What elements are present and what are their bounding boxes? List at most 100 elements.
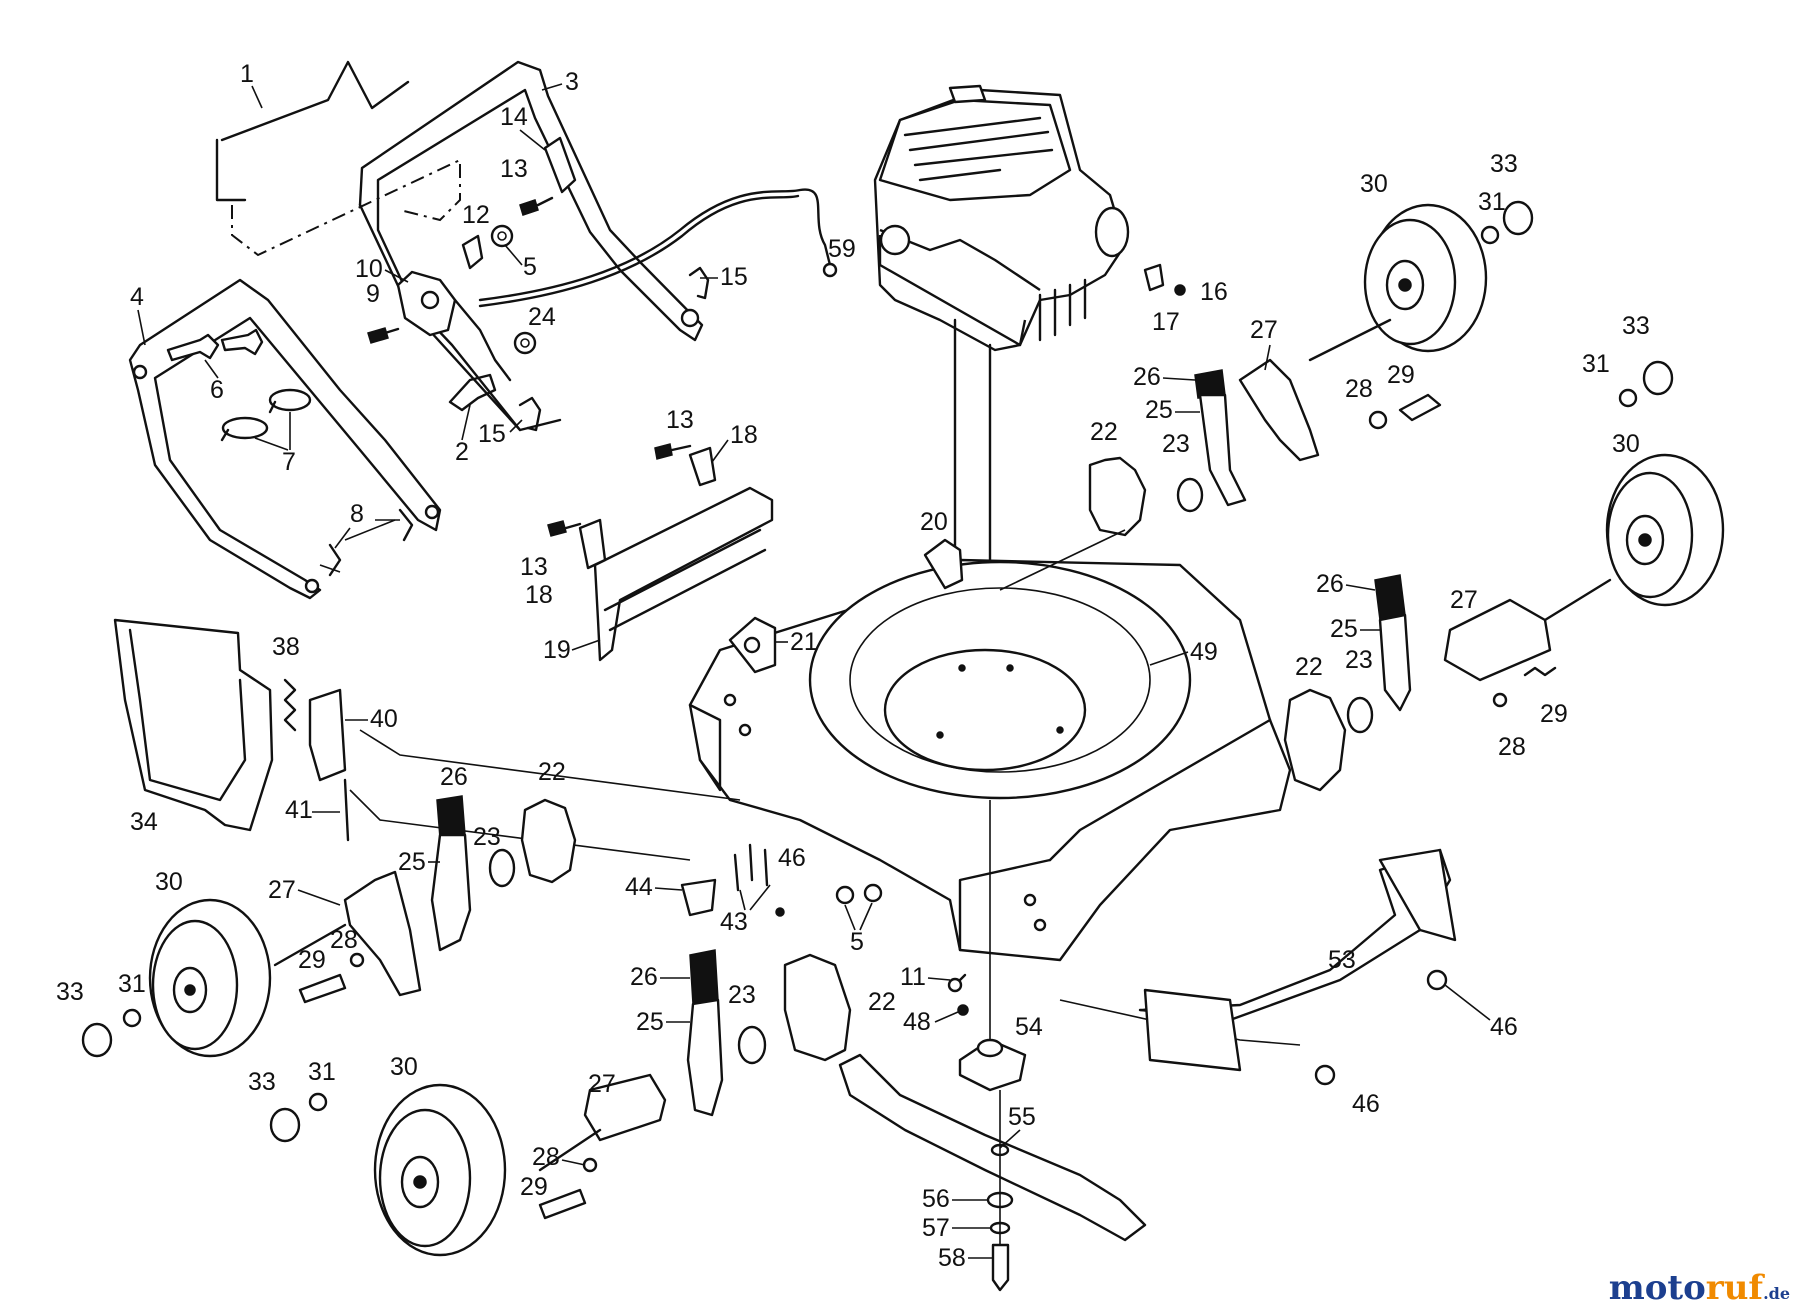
studs-part-43 xyxy=(733,843,769,892)
bracket-part-18-upper xyxy=(688,446,717,487)
rear-baffle-part-19 xyxy=(593,486,774,662)
screw-part-46-a xyxy=(775,907,785,917)
nut-part-46-c xyxy=(1314,1064,1336,1086)
wheel-part-30-rear-right xyxy=(1363,203,1488,353)
rear-flap-part-34 xyxy=(113,618,274,832)
callout-57: 57 xyxy=(922,1214,950,1242)
washer-part-28-rr xyxy=(1368,410,1388,430)
cable-clips-part-7 xyxy=(220,388,312,442)
axle-part-27-lf xyxy=(538,1073,667,1172)
height-plate-part-25-rr xyxy=(1198,393,1247,507)
watermark-part-c: .de xyxy=(1763,1284,1790,1303)
callout-59: 59 xyxy=(828,235,856,263)
nut-part-46-b xyxy=(1426,969,1448,991)
callout-14: 14 xyxy=(500,103,528,131)
callout-41: 41 xyxy=(285,796,313,824)
callout-4: 4 xyxy=(130,283,144,311)
callout-23c: 23 xyxy=(473,823,501,851)
height-lever-part-26-lr xyxy=(436,795,466,839)
washer-part-31-rr xyxy=(1480,225,1500,245)
callout-34: 34 xyxy=(130,808,158,836)
callout-10: 10 xyxy=(355,255,383,283)
spacer-part-23-lr xyxy=(488,848,516,888)
callout-17: 17 xyxy=(1152,308,1180,336)
pin-part-41 xyxy=(343,778,350,842)
callout-8: 8 xyxy=(350,500,364,528)
callout-25b: 25 xyxy=(1330,615,1358,643)
callout-31c: 31 xyxy=(118,970,146,998)
callout-25c: 25 xyxy=(398,848,426,876)
callout-19: 19 xyxy=(543,636,571,664)
callout-24: 24 xyxy=(528,303,556,331)
washer-part-31-fr xyxy=(1618,388,1638,408)
callout-15: 15 xyxy=(720,263,748,291)
callout-13c: 13 xyxy=(520,553,548,581)
clip-part-15-lower xyxy=(518,396,542,432)
knob-part-6 xyxy=(166,328,264,362)
mower-deck-part-49 xyxy=(688,558,1292,962)
washer-part-31-lr xyxy=(122,1008,142,1028)
callout-38: 38 xyxy=(272,633,300,661)
callout-25d: 25 xyxy=(636,1008,664,1036)
height-plate-part-25-lf xyxy=(686,998,724,1117)
callout-54: 54 xyxy=(1015,1013,1043,1041)
control-cable-part-59 xyxy=(478,188,838,308)
gear-part-22-fr xyxy=(1283,688,1347,792)
callout-28b: 28 xyxy=(1498,733,1526,761)
callout-31b: 31 xyxy=(1582,350,1610,378)
gear-part-22-lr xyxy=(520,798,577,884)
callout-30: 30 xyxy=(1360,170,1388,198)
callout-26c: 26 xyxy=(440,763,468,791)
bolt-part-9 xyxy=(367,327,400,344)
callout-46b: 46 xyxy=(1490,1013,1518,1041)
callout-22c: 22 xyxy=(538,758,566,786)
callout-46: 46 xyxy=(778,844,806,872)
bracket-part-21 xyxy=(728,616,777,674)
callout-27c: 27 xyxy=(268,876,296,904)
callout-56: 56 xyxy=(922,1185,950,1213)
washer-part-28-fr xyxy=(1492,692,1508,708)
watermark-part-b: ruf xyxy=(1705,1268,1764,1308)
wheel-part-30-rear-left xyxy=(148,898,272,1058)
callout-29: 29 xyxy=(1387,361,1415,389)
spring-part-29-fr xyxy=(1523,666,1557,677)
callout-28c: 28 xyxy=(330,926,358,954)
cap-part-33-lf xyxy=(269,1107,301,1143)
callout-29c: 29 xyxy=(298,946,326,974)
callout-9: 9 xyxy=(366,280,380,308)
callout-31d: 31 xyxy=(308,1058,336,1086)
callout-33d: 33 xyxy=(248,1068,276,1096)
callout-27d: 27 xyxy=(588,1070,616,1098)
washer-part-28-lr xyxy=(349,952,365,968)
callout-15b: 15 xyxy=(478,420,506,448)
callout-53: 53 xyxy=(1328,946,1356,974)
callout-49: 49 xyxy=(1190,638,1218,666)
callout-30c: 30 xyxy=(155,868,183,896)
height-plate-part-25-lr xyxy=(430,833,472,952)
callout-25: 25 xyxy=(1145,396,1173,424)
callout-18b: 18 xyxy=(525,581,553,609)
clip-part-15-upper xyxy=(688,266,710,300)
callout-20: 20 xyxy=(920,508,948,536)
axle-bracket-part-27-rr xyxy=(1238,318,1392,462)
nut-part-5 xyxy=(490,224,514,248)
callout-31: 31 xyxy=(1478,188,1506,216)
callout-13: 13 xyxy=(500,155,528,183)
callout-30d: 30 xyxy=(390,1053,418,1081)
upper-handle-part-1 xyxy=(215,60,461,257)
bolt-part-48 xyxy=(957,1004,969,1016)
callout-33b: 33 xyxy=(1622,312,1650,340)
spring-part-38 xyxy=(283,678,297,732)
callout-29d: 29 xyxy=(520,1173,548,1201)
callout-44: 44 xyxy=(625,873,653,901)
callout-7: 7 xyxy=(282,448,296,476)
gear-part-22-lf xyxy=(783,953,852,1062)
wheel-part-30-front-left xyxy=(373,1083,507,1257)
callout-29b: 29 xyxy=(1540,700,1568,728)
callout-1: 1 xyxy=(240,60,254,88)
spacer-part-23-lf xyxy=(737,1025,767,1065)
callout-16: 16 xyxy=(1200,278,1228,306)
washer-part-31-lf xyxy=(308,1092,328,1112)
axle-part-27-fr xyxy=(1443,578,1612,682)
